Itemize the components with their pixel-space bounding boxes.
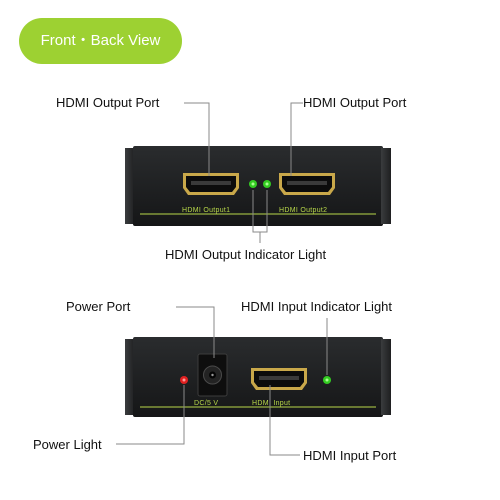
back-left-cap [125, 339, 135, 415]
hdmi-output-port-2 [279, 173, 335, 195]
output-port-left-label: HDMI Output Port [56, 95, 160, 110]
power-port-label: Power Port [66, 299, 131, 314]
back-panel: DC/5 V HDMI Input [125, 337, 391, 417]
hdmi-output-port-1 [183, 173, 239, 195]
printed-output2: HDMI Output2 [279, 207, 327, 214]
front-leader-lines [184, 102, 303, 243]
output-port-right-label: HDMI Output Port [303, 95, 407, 110]
front-right-cap [381, 148, 391, 224]
front-body [133, 146, 383, 226]
front-panel: HDMI Output1 HDMI Output2 [125, 146, 391, 226]
leader-power-light [116, 385, 185, 445]
printed-output1: HDMI Output1 [182, 207, 230, 214]
leader-output-left [184, 102, 210, 176]
back-leader-lines [116, 306, 328, 456]
leader-output-right [290, 102, 303, 176]
leader-power-port [176, 306, 215, 358]
power-port-jack [197, 353, 228, 397]
input-port-label: HDMI Input Port [303, 448, 397, 463]
view-badge: Front・Back View [19, 18, 182, 64]
leader-input-port [269, 385, 300, 456]
power-light-label: Power Light [33, 437, 102, 452]
back-right-cap [381, 339, 391, 415]
output-indicator-label: HDMI Output Indicator Light [165, 247, 327, 262]
hdmi-input-port [251, 368, 307, 390]
printed-power: DC/5 V [194, 400, 218, 407]
input-indicator-label: HDMI Input Indicator Light [241, 299, 393, 314]
front-left-cap [125, 148, 135, 224]
printed-input: HDMI Input [252, 400, 290, 407]
